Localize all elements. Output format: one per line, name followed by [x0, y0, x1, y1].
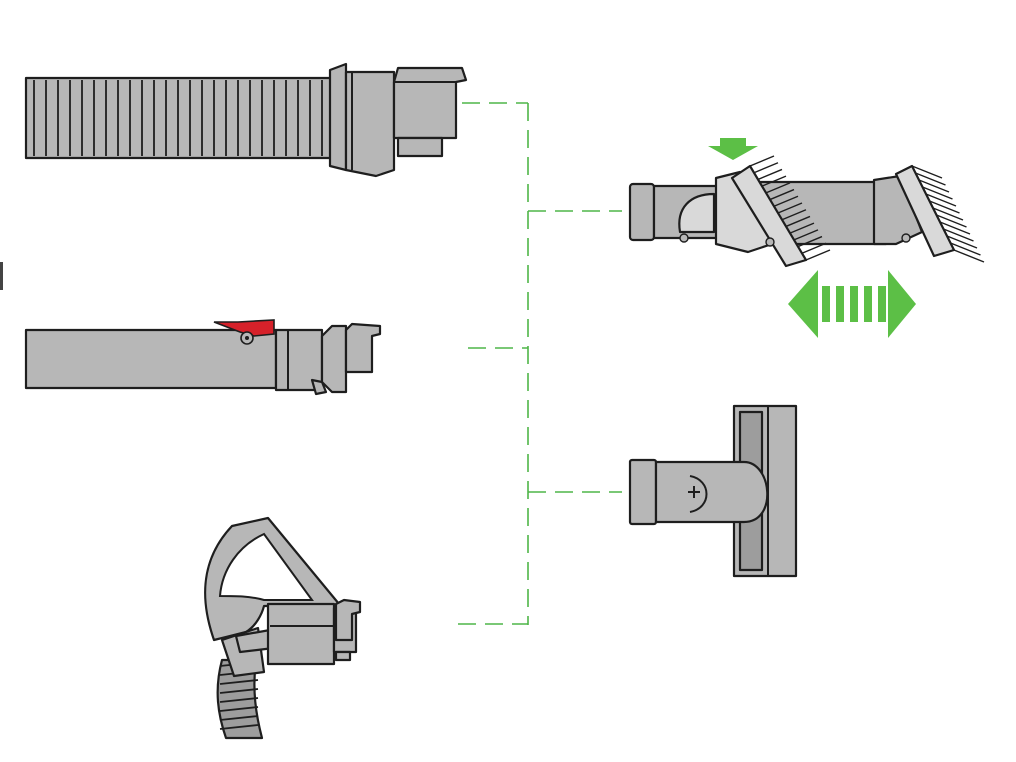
brush-bristle	[769, 188, 795, 201]
press-down-arrow	[708, 138, 758, 160]
brush-bristle	[943, 228, 974, 242]
brush-bristle	[749, 155, 775, 167]
hose-rib	[219, 679, 259, 685]
brush-tool-icon	[628, 155, 985, 268]
brush-bristle	[929, 200, 960, 214]
hose-rib	[219, 724, 259, 730]
hose-rib	[219, 706, 259, 712]
edge-mark	[0, 262, 3, 290]
brush-bristle	[753, 162, 779, 174]
wand-icon	[24, 319, 382, 396]
brush-bristle	[915, 172, 946, 186]
trigger-button	[213, 319, 275, 337]
brush-bristle	[805, 249, 831, 261]
brush-bristle	[950, 242, 981, 256]
connector-lines	[458, 102, 622, 625]
hose-rib	[219, 688, 259, 694]
ribbed-hose	[24, 62, 468, 178]
brush-bristle	[918, 179, 950, 193]
brush-bristle	[797, 235, 823, 248]
slide-left-right-arrow	[788, 270, 916, 338]
combination-brush-tool	[628, 155, 985, 268]
wand-with-trigger	[24, 319, 382, 396]
brush-bristle	[932, 207, 964, 221]
stair-tool-icon	[628, 404, 798, 578]
brush-bristle	[781, 209, 807, 221]
brush-bristle	[765, 182, 791, 194]
brush-bristle	[911, 165, 943, 179]
brush-bristle	[939, 221, 971, 235]
brush-bristle	[801, 242, 827, 254]
hose-icon	[24, 62, 468, 178]
handle-with-hose	[203, 516, 362, 740]
brush-bristle	[946, 235, 978, 249]
stair-tool	[628, 404, 798, 578]
handle-icon	[203, 516, 362, 740]
brush-bristle	[785, 215, 811, 228]
brush-bristle	[793, 229, 819, 241]
brush-bristle	[761, 175, 787, 187]
brush-bristle	[925, 193, 957, 207]
hose-rib	[219, 715, 259, 721]
brush-bristle	[777, 202, 803, 214]
arrow-down-icon	[708, 138, 758, 160]
brush-bristle	[789, 222, 815, 234]
brush-bristle	[757, 168, 783, 181]
arrow-left-right-icon	[788, 270, 916, 338]
brush-bristle	[922, 186, 953, 200]
hose-rib	[219, 697, 259, 703]
brush-bristle	[953, 249, 985, 263]
brush-bristle	[773, 195, 799, 207]
brush-bristle	[936, 214, 967, 228]
